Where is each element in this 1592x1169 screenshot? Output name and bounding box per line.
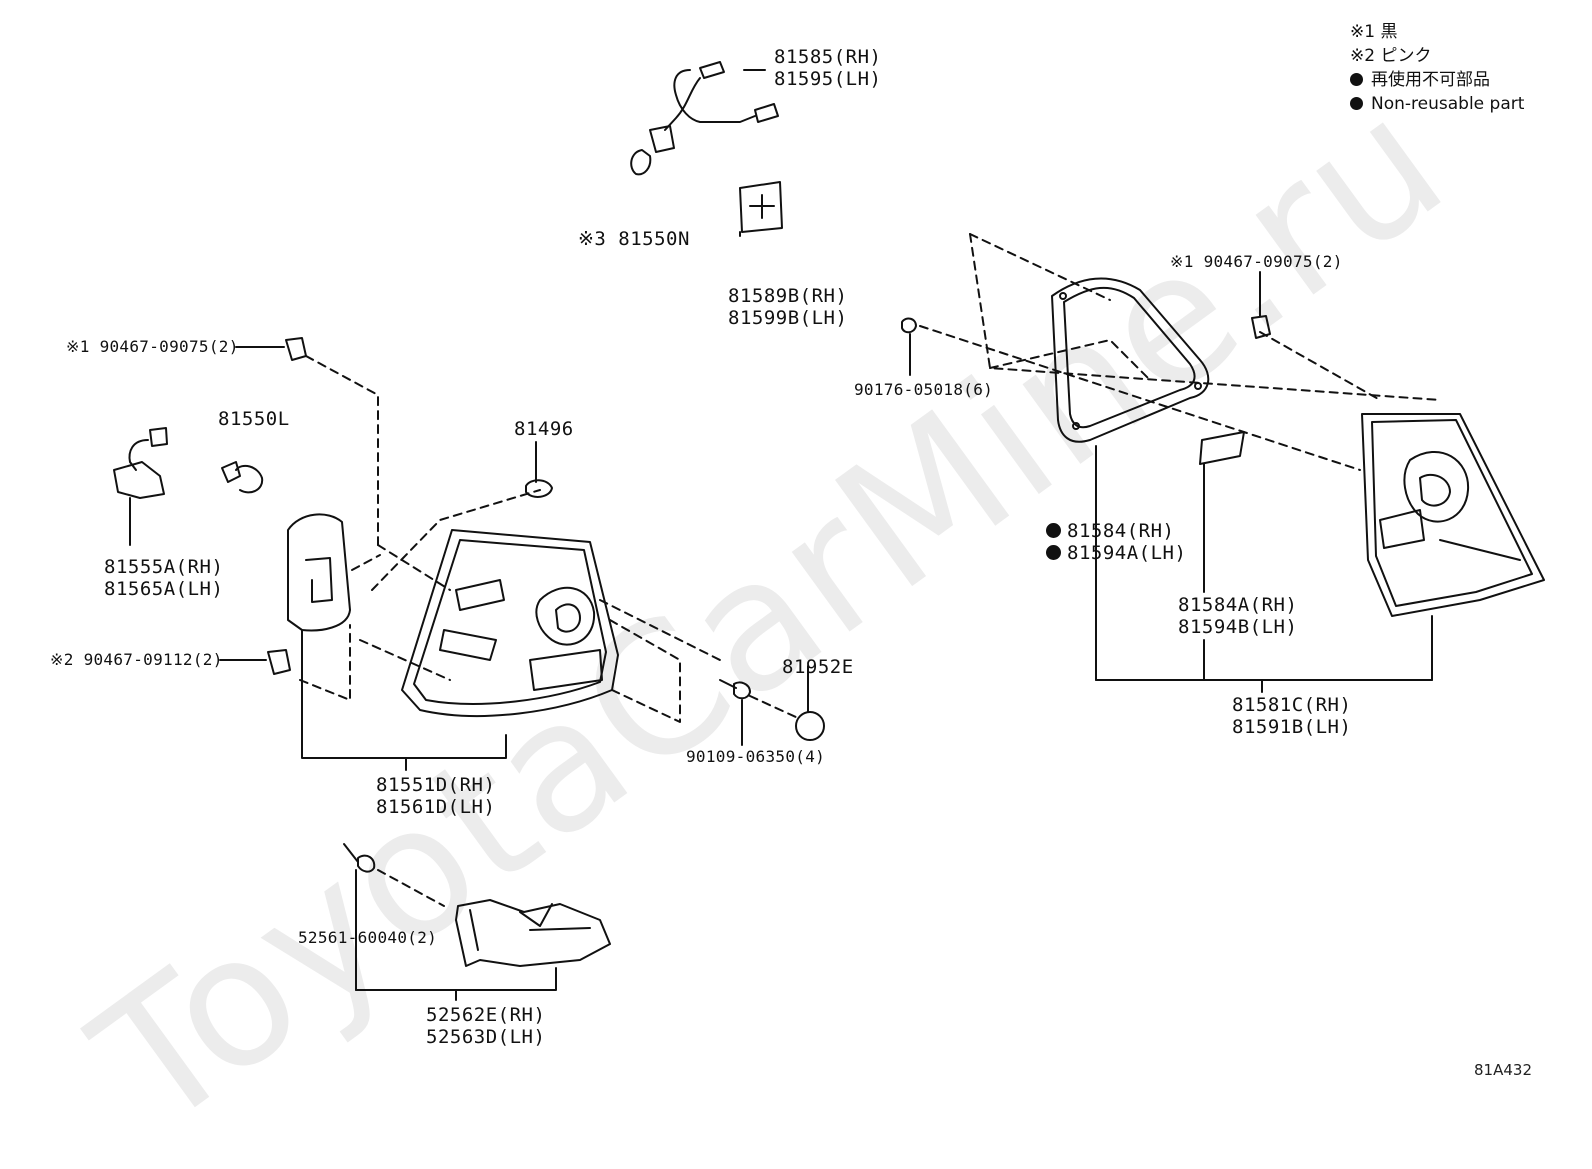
lens-81551d-drawing [359,489,721,723]
label-81595: 81595(LH) [774,68,882,90]
right-lamp-assembly-drawing [901,233,1545,693]
label-81496: 81496 [514,418,574,440]
legend-item-4-text: Non-reusable part [1371,94,1525,114]
label-81561d: 81561D(LH) [376,796,496,818]
non-reusable-dot-icon [1046,523,1061,538]
label-52562e: 52562E(RH) [426,1004,546,1026]
label-81565a: 81565A(LH) [104,578,224,600]
non-reusable-dot-icon [1046,545,1061,560]
label-81584-text: 81584(RH) [1067,520,1175,542]
screw-81496-drawing [525,441,553,498]
clip-90467-09112-drawing [219,624,351,701]
legend-item-3-text: 再使用不可部品 [1371,70,1490,90]
legend-item-3: 再使用不可部品 [1350,68,1524,92]
label-81584a: 81584A(RH) [1178,594,1298,616]
label-81550n: ※3 81550N [578,228,690,250]
label-81551d: 81551D(RH) [376,774,496,796]
cap-81952e-drawing [749,665,825,741]
label-81581c: 81581C(RH) [1232,694,1352,716]
label-81594a: 81594A(LH) [1046,542,1186,564]
legend-item-4: Non-reusable part [1350,92,1524,116]
label-90467-left: ※1 90467-09075(2) [66,337,239,356]
label-90467-09112: ※2 90467-09112(2) [50,650,223,669]
label-81599b: 81599B(LH) [728,307,848,329]
label-90467-right: ※1 90467-09075(2) [1170,252,1343,271]
label-81584: 81584(RH) [1046,520,1174,542]
bullet-dot-icon [1350,73,1363,86]
label-81550l: 81550L [218,408,290,430]
label-81585: 81585(RH) [774,46,882,68]
label-81594b: 81594B(LH) [1178,616,1298,638]
legend-item-2: ※2 ピンク [1350,46,1432,66]
diagram-code: 81A432 [1474,1061,1532,1079]
pad-81589b-drawing [739,181,783,237]
socket-81555a-drawing [113,427,168,546]
clip-90467-left-drawing [235,337,379,546]
gasket-plate-drawing [287,513,381,641]
label-81952e: 81952E [782,656,854,678]
label-52561: 52561-60040(2) [298,928,438,947]
legend-item-1: ※1 黒 [1350,22,1398,42]
side-marker-52562e-drawing [343,843,611,1001]
label-81589b: 81589B(RH) [728,285,848,307]
label-81591b: 81591B(LH) [1232,716,1352,738]
socket-wire-81585-drawing [630,61,779,176]
parts-diagram [113,61,1545,1001]
label-90176: 90176-05018(6) [854,380,994,399]
bracket-81551d [301,639,507,759]
legend: ※1 黒 ※2 ピンク 再使用不可部品 Non-reusable part [1350,20,1524,116]
label-90109: 90109-06350(4) [686,747,826,766]
bulb-81550l-drawing [221,461,264,494]
screw-90109-drawing [719,679,751,746]
label-81555a: 81555A(RH) [104,556,224,578]
label-81594a-text: 81594A(LH) [1067,542,1187,564]
label-52563d: 52563D(LH) [426,1026,546,1048]
bullet-dot-icon [1350,97,1363,110]
